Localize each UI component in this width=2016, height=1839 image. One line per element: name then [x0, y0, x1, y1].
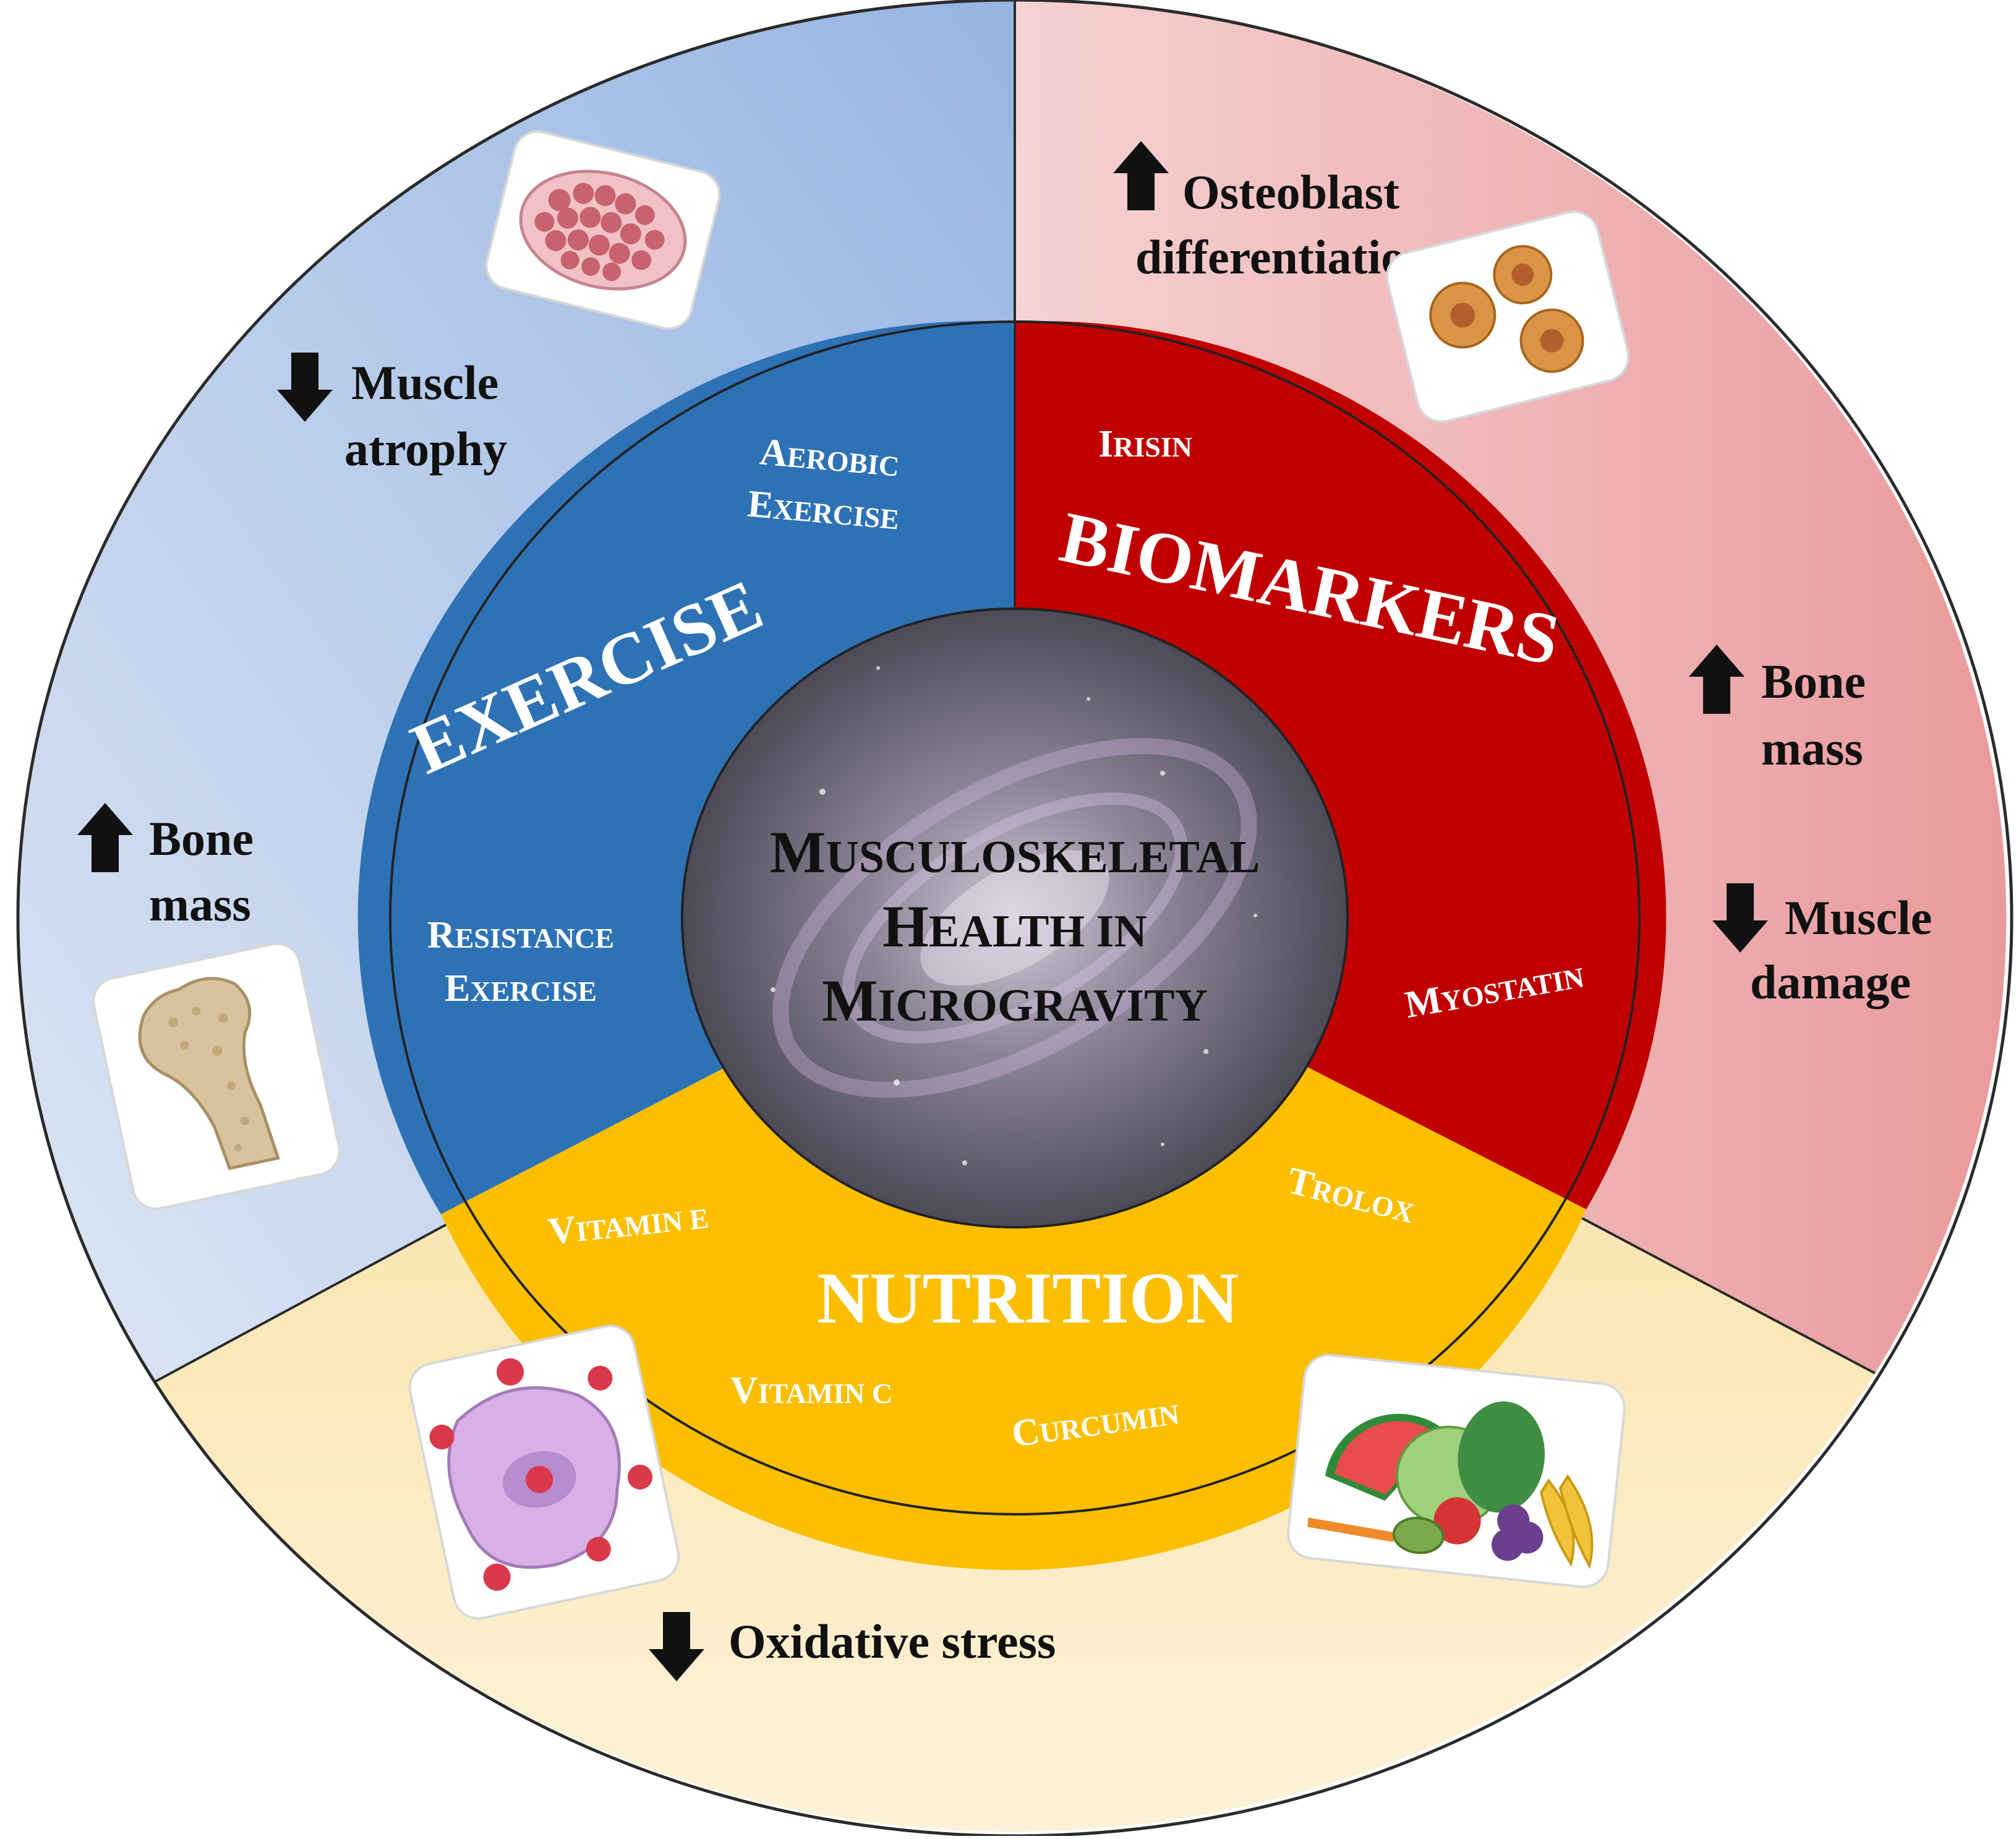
- center-title-line1: MUSCULOSKELETAL: [770, 819, 1260, 885]
- arrow-down-icon: [1712, 883, 1768, 953]
- galaxy-background-icon: [681, 607, 1349, 1228]
- resistance-exercise-line2: EXERCISE: [445, 967, 597, 1010]
- arrow-up-icon: [1689, 645, 1745, 714]
- arrow-down-icon: [649, 1612, 704, 1681]
- center-galaxy: [681, 607, 1349, 1228]
- irisin-label: IRISIN: [1098, 423, 1192, 465]
- resistance-exercise-line1: RESISTANCE: [427, 914, 614, 956]
- effect-labels: Muscle atrophy Bone mass Osteoblast diff…: [149, 165, 1932, 1668]
- femur-bone-icon: [92, 942, 341, 1211]
- osteoblast-line1: Osteoblast: [1182, 165, 1399, 219]
- bone-mass-right-line2: mass: [1761, 721, 1863, 775]
- arrow-up-icon: [1113, 141, 1169, 210]
- muscle-damage-line2: damage: [1750, 955, 1911, 1009]
- arrow-down-icon: [277, 353, 333, 422]
- effect-arrows: [77, 141, 1768, 1681]
- bone-mass-left-line2: mass: [149, 877, 251, 931]
- muscle-cross-section-icon: [485, 130, 721, 330]
- vitamin-c-label: VITAMIN C: [730, 1370, 892, 1412]
- inner-sector-nutrition: [441, 918, 1586, 1571]
- muscle-damage-line1: Muscle: [1785, 891, 1932, 945]
- fruits-vegetables-icon: [1287, 1353, 1626, 1588]
- bone-mass-right-line1: Bone: [1761, 654, 1866, 708]
- oxidative-stress-label: Oxidative stress: [728, 1614, 1056, 1668]
- oxidative-stress-cell-icon: [408, 1324, 680, 1620]
- center-title-line3: MICROGRAVITY: [822, 967, 1208, 1034]
- center-title-line2: HEALTH IN: [882, 893, 1147, 959]
- osteoblast-line2: differentiation: [1135, 230, 1432, 284]
- center-title: MUSCULOSKELETAL HEALTH IN MICROGRAVITY: [770, 819, 1260, 1034]
- muscle-atrophy-line2: atrophy: [344, 422, 507, 476]
- arrow-up-icon: [77, 803, 133, 872]
- nutrition-title: NUTRITION: [817, 1258, 1239, 1339]
- osteoblast-cells-icon: [1385, 210, 1630, 423]
- bone-mass-left-line1: Bone: [149, 812, 254, 865]
- muscle-atrophy-line1: Muscle: [351, 356, 498, 409]
